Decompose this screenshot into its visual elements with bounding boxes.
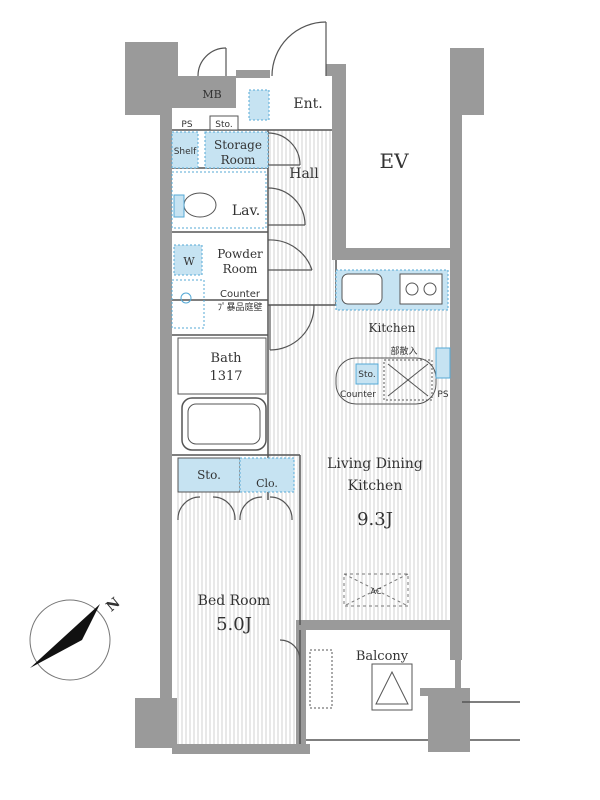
room-labels: MB Ent. PS Sto. Shelf Storage Room Hall … — [103, 88, 448, 664]
label-sto-bed: Sto. — [197, 468, 221, 482]
label-powder-2: Room — [223, 262, 258, 276]
label-mb: MB — [202, 88, 221, 101]
label-ent: Ent. — [293, 96, 322, 112]
label-storage-1: Storage — [214, 138, 262, 152]
label-counter-kitchen: Counter — [340, 390, 376, 400]
label-ldk-1: Living Dining — [327, 456, 423, 472]
label-sto-top: Sto. — [215, 120, 232, 130]
label-lav: Lav. — [232, 203, 260, 219]
label-clo: Clo. — [256, 477, 278, 490]
label-ps-kitchen: PS — [437, 390, 448, 400]
label-kitchen: Kitchen — [369, 321, 416, 335]
label-shelf: Shelf — [174, 147, 197, 157]
label-sto-kitchen: Sto. — [358, 370, 375, 380]
walls — [125, 42, 484, 754]
label-ldk-size: 9.3J — [357, 509, 393, 530]
label-bath-size: 1317 — [209, 369, 242, 384]
doors — [177, 21, 327, 661]
label-jp-kitchen: 部散入 — [390, 345, 417, 357]
interior-walls — [172, 129, 520, 744]
label-ldk-2: Kitchen — [348, 478, 403, 494]
label-ac: AC — [371, 587, 382, 596]
floor-hatching — [175, 130, 448, 750]
label-bath: Bath — [211, 351, 243, 366]
north-arrow — [29, 599, 111, 681]
label-powder-1: Powder — [217, 247, 263, 261]
label-storage-2: Room — [221, 153, 256, 167]
label-bed: Bed Room — [198, 593, 271, 609]
label-hall: Hall — [289, 166, 319, 182]
fixtures — [171, 89, 451, 711]
label-w: W — [183, 255, 195, 268]
label-north: N — [103, 595, 123, 616]
label-ps-top: PS — [181, 120, 192, 130]
label-ev: EV — [379, 149, 409, 173]
label-balcony: Balcony — [356, 649, 409, 664]
label-bed-size: 5.0J — [216, 614, 252, 635]
label-jp-note: ﾌﾟ暴品庭壁 — [217, 301, 262, 313]
label-counter-bath: Counter — [220, 289, 261, 300]
